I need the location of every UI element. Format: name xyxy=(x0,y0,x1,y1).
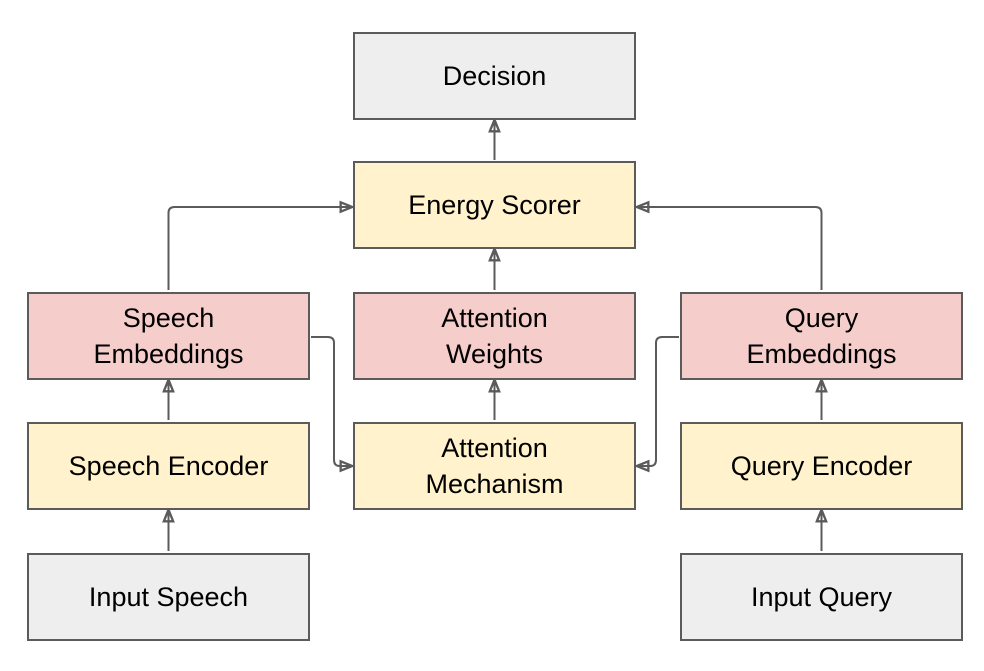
node-energy-scorer: Energy Scorer xyxy=(353,161,636,249)
node-decision: Decision xyxy=(353,32,636,120)
edge-speech-embeddings-to-attention-mechanism xyxy=(311,336,350,466)
node-attention-mechanism: Attention Mechanism xyxy=(353,422,636,510)
edge-query-embeddings-to-attention-mechanism xyxy=(639,336,679,466)
node-query-encoder: Query Encoder xyxy=(680,422,963,510)
node-speech-embeddings: Speech Embeddings xyxy=(27,292,310,380)
node-input-speech: Input Speech xyxy=(27,553,310,641)
node-input-query: Input Query xyxy=(680,553,963,641)
node-attention-weights: Attention Weights xyxy=(353,292,636,380)
node-query-embeddings: Query Embeddings xyxy=(680,292,963,380)
node-speech-encoder: Speech Encoder xyxy=(27,422,310,510)
edge-query-embeddings-to-energy-scorer xyxy=(639,207,823,290)
edge-speech-embeddings-to-energy-scorer xyxy=(167,207,351,290)
